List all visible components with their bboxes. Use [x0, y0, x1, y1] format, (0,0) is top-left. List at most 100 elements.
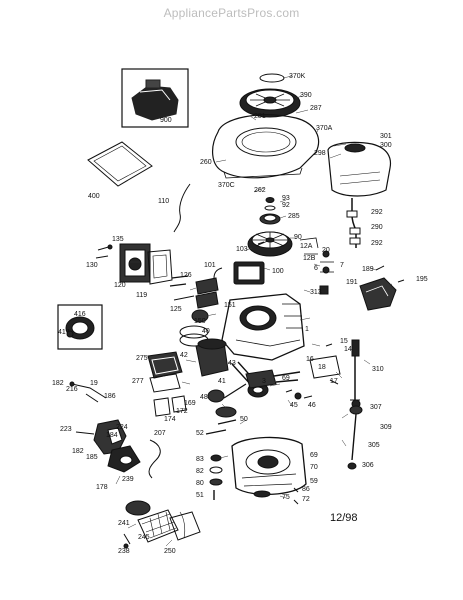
callout-370a: 370A	[316, 125, 333, 132]
callout-119: 119	[136, 292, 148, 299]
callout-400: 400	[88, 193, 100, 200]
callout-7: 7	[340, 262, 344, 269]
callout-309: 309	[380, 424, 392, 431]
callout-281: 281	[254, 113, 266, 120]
callout-12a: 12A	[300, 243, 313, 250]
callout-310: 310	[372, 366, 384, 373]
breather-cover[interactable]	[309, 355, 341, 379]
fuel-tank[interactable]	[327, 141, 392, 197]
callout-260: 260	[200, 159, 212, 166]
callout-370c: 370C	[218, 182, 235, 189]
callout-207: 207	[154, 430, 166, 437]
callout-305: 305	[368, 442, 380, 449]
callout-390: 390	[300, 92, 312, 99]
blower-housing[interactable]	[212, 114, 320, 179]
callout-245: 245	[138, 534, 150, 541]
callout-72: 72	[302, 496, 310, 503]
callout-103: 103	[236, 246, 248, 253]
callout-195: 195	[416, 276, 428, 283]
flywheel[interactable]	[247, 231, 293, 257]
intake-gasket[interactable]	[147, 249, 173, 285]
callout-12b: 12B	[303, 255, 316, 262]
gasket-set-envelope[interactable]	[87, 141, 153, 187]
callout-82: 82	[196, 468, 204, 475]
callout-287: 287	[310, 105, 322, 112]
callout-262: 262	[254, 187, 266, 194]
callout-1: 1	[305, 326, 309, 333]
dipstick[interactable]	[347, 405, 363, 470]
callout-45: 45	[290, 402, 298, 409]
callout-42: 42	[180, 352, 188, 359]
governor-spring[interactable]	[148, 439, 161, 479]
callout-92: 92	[282, 202, 290, 209]
callout-100: 100	[272, 268, 284, 275]
callout-16: 16	[306, 356, 314, 363]
crankshaft[interactable]	[207, 369, 301, 403]
callout-19: 19	[90, 380, 98, 387]
valve-springs[interactable]	[169, 275, 219, 309]
callout-417: 417	[58, 329, 70, 336]
callout-189: 189	[362, 266, 374, 273]
callout-17: 17	[330, 378, 338, 385]
diagram-revision-date: 12/98	[330, 512, 358, 524]
ground-wire[interactable]	[173, 183, 191, 233]
callout-307: 307	[370, 404, 382, 411]
valve-kit-inset[interactable]	[57, 304, 103, 350]
air-cleaner-cover[interactable]	[147, 351, 183, 393]
callout-169: 169	[184, 400, 196, 407]
callout-52: 52	[196, 430, 204, 437]
callout-20: 20	[322, 247, 330, 254]
callout-300: 300	[380, 142, 392, 149]
callout-313: 313	[310, 289, 322, 296]
callout-130: 130	[86, 262, 98, 269]
callout-301: 301	[380, 133, 392, 140]
control-bracket[interactable]	[359, 265, 405, 311]
callout-40: 40	[202, 328, 210, 335]
callout-174: 174	[164, 416, 176, 423]
engine-assembly-inset[interactable]	[121, 68, 189, 128]
callout-126: 126	[180, 272, 192, 279]
callout-70: 70	[310, 464, 318, 471]
callout-14: 14	[344, 346, 352, 353]
cam-gear[interactable]	[205, 406, 237, 435]
oil-seal-stack[interactable]	[209, 454, 223, 500]
flywheel-nut[interactable]	[264, 197, 276, 211]
muffler-bracket[interactable]	[153, 397, 171, 417]
callout-292-upper: 292	[371, 209, 383, 216]
callout-239: 239	[122, 476, 134, 483]
callout-298: 298	[314, 150, 326, 157]
air-filter[interactable]	[125, 500, 201, 543]
choke-linkage[interactable]	[71, 383, 107, 403]
callout-416: 416	[74, 311, 86, 318]
governor-bracket[interactable]	[119, 243, 151, 283]
callout-151: 151	[224, 302, 236, 309]
callout-18: 18	[318, 364, 326, 371]
callout-178: 178	[96, 484, 108, 491]
callout-69-lower: 69	[310, 452, 318, 459]
rewind-starter[interactable]	[239, 88, 301, 118]
callout-185: 185	[86, 454, 98, 461]
ignition-armature[interactable]	[213, 261, 265, 285]
callout-83: 83	[196, 456, 204, 463]
callout-15: 15	[340, 338, 348, 345]
callout-120: 120	[114, 282, 126, 289]
crankcase-sump[interactable]	[231, 436, 307, 498]
starter-cup[interactable]	[259, 73, 285, 83]
callout-6: 6	[314, 265, 318, 272]
flywheel-screen[interactable]	[259, 213, 281, 225]
callout-48: 48	[200, 394, 208, 401]
callout-110: 110	[158, 198, 170, 205]
callout-51: 51	[196, 492, 204, 499]
callout-3: 3	[262, 378, 266, 385]
callout-93: 93	[282, 195, 290, 202]
callout-135: 135	[112, 236, 124, 243]
callout-223: 223	[60, 426, 72, 433]
piston[interactable]	[195, 338, 229, 377]
callout-86: 86	[302, 486, 310, 493]
site-watermark: AppliancePartsPros.com	[163, 6, 300, 20]
callout-292-lower: 292	[371, 240, 383, 247]
callout-277: 277	[132, 378, 144, 385]
callout-250: 250	[164, 548, 176, 555]
